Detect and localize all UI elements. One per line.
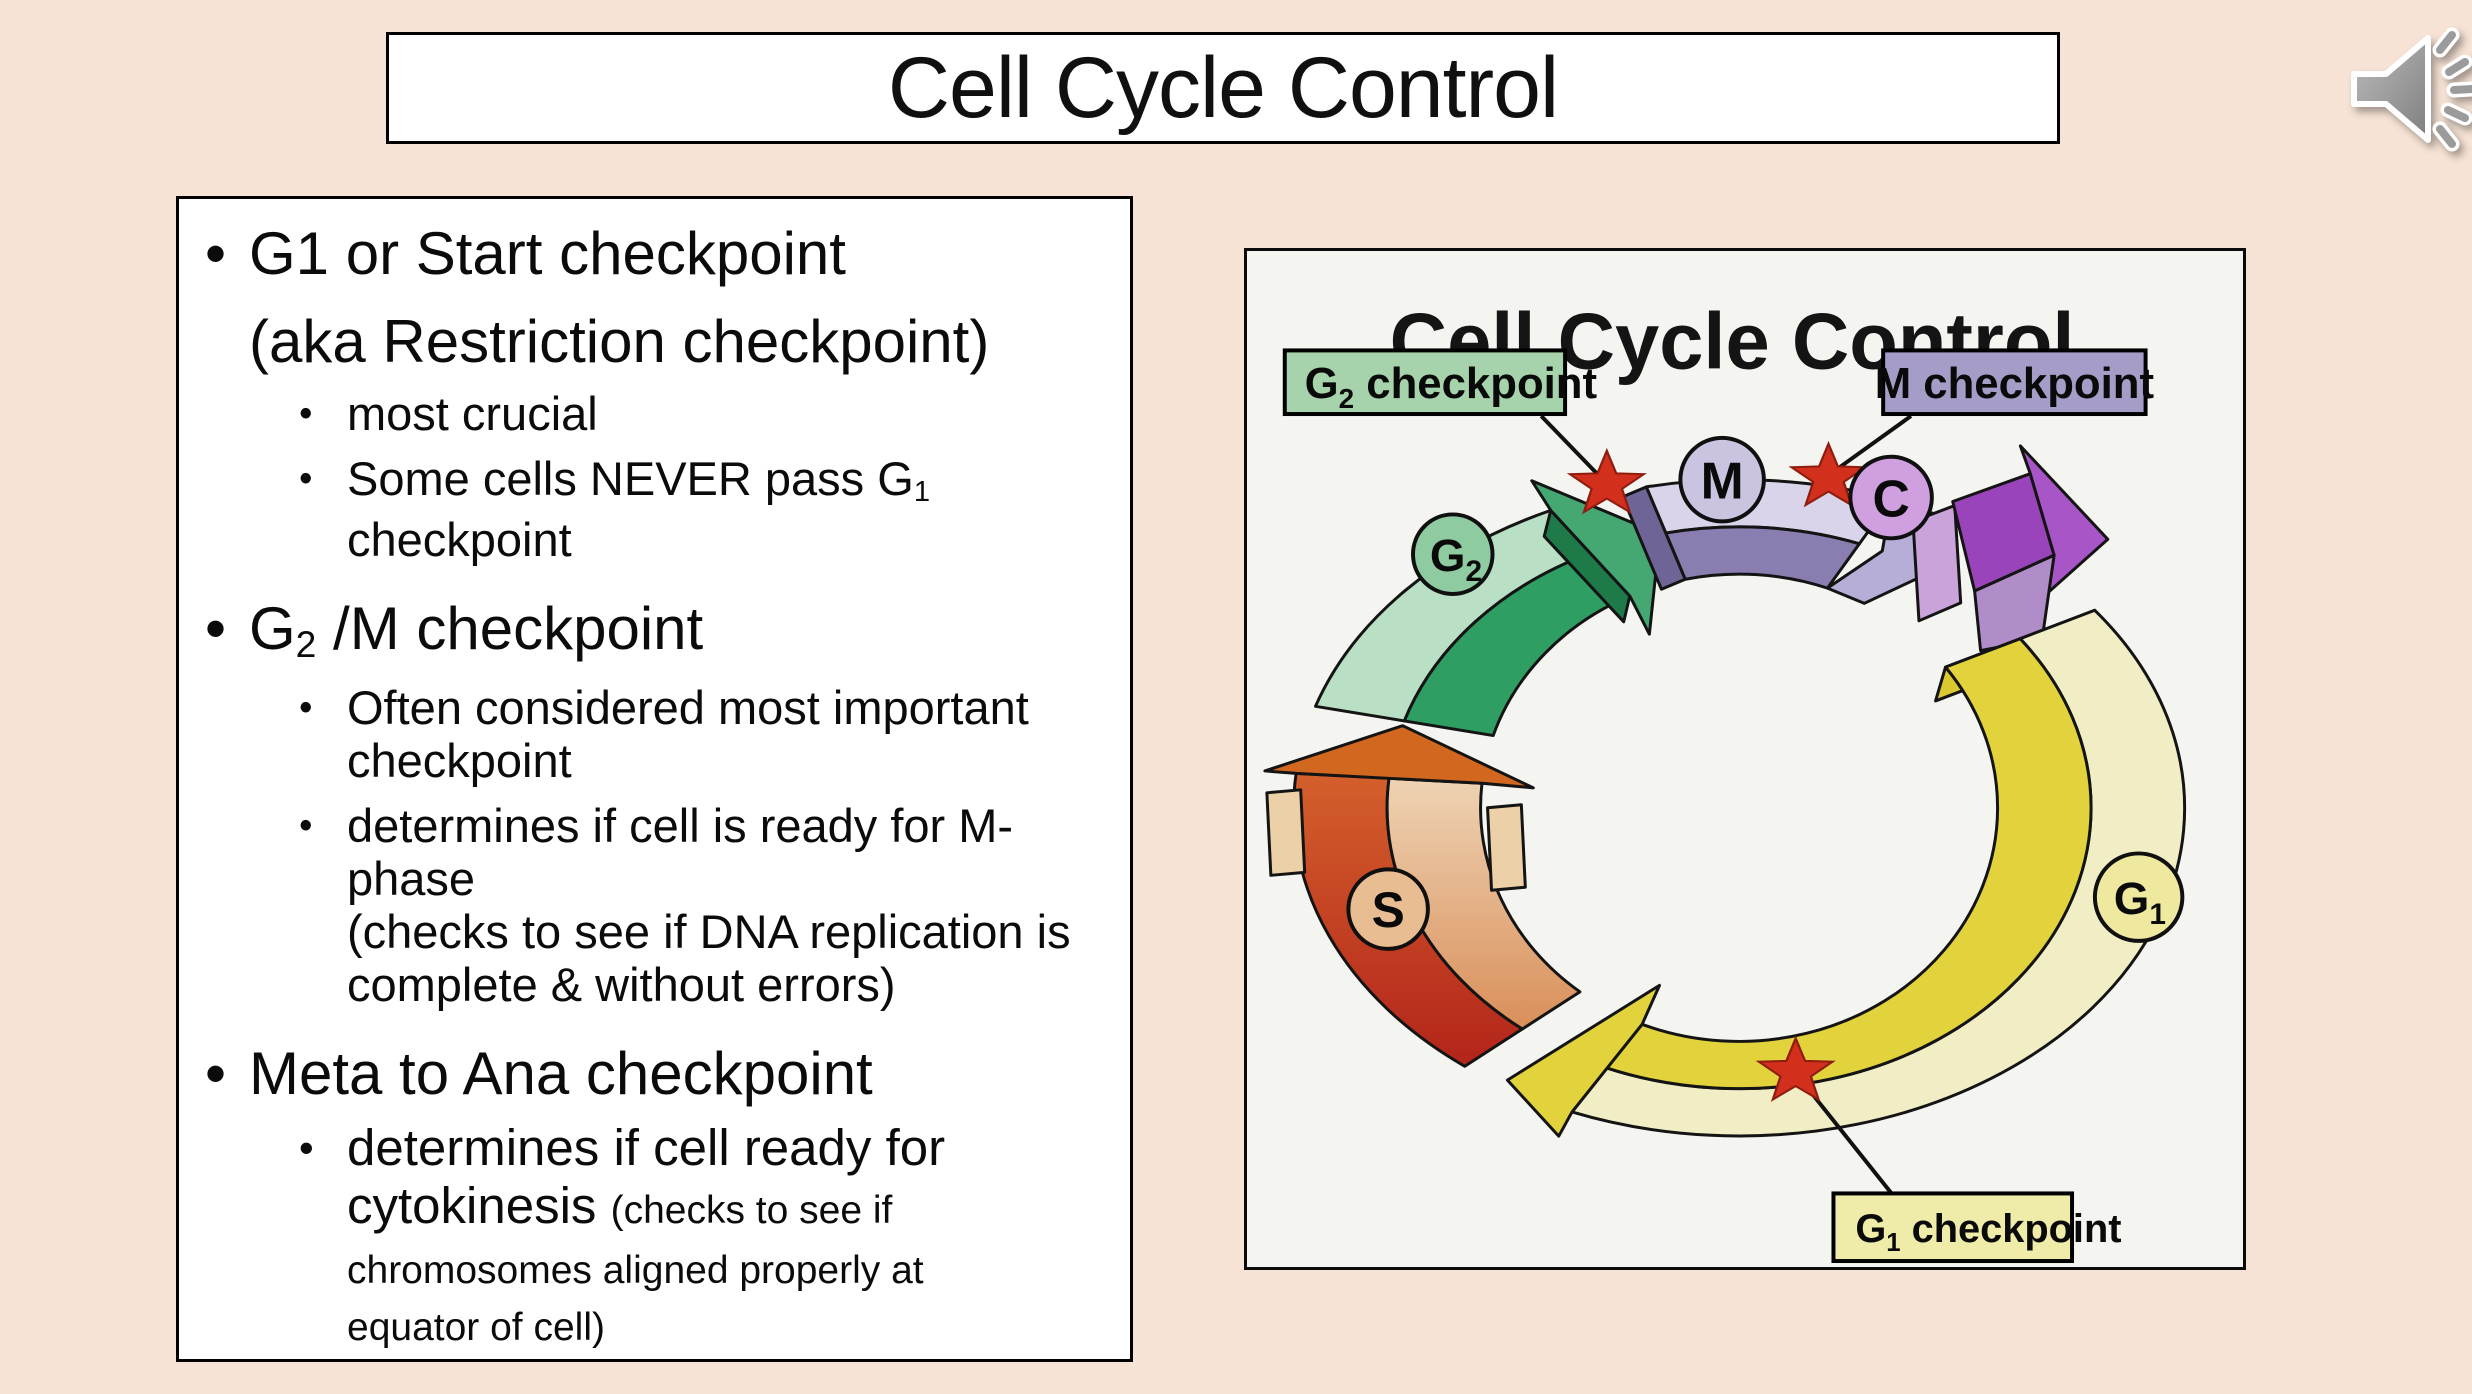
note-line: (checks to see if DNA replication is [179,905,1130,958]
note-text: 1 [913,476,931,509]
s-arrow-tab-left [1265,788,1307,877]
g1-arc-inner [1605,637,2093,1091]
bullet-glyph: • [299,457,313,500]
note-text: 2 [295,623,317,666]
m-band-inner [1664,525,1861,590]
speaker-waves [2436,31,2472,148]
note-line: • determines if cell ready for [179,1119,1130,1177]
note-line: complete & without errors) [179,958,1130,1011]
s-arrowhead [1263,724,1535,790]
m-checkpoint-label-box [1881,348,2148,417]
slide-title-box: Cell Cycle Control [386,32,2060,144]
note-text: equator of cell) [347,1306,605,1349]
cell-cycle-svg: Cell Cycle Control [1263,296,2187,1264]
g1-checkpoint-label-box [1831,1191,2075,1264]
cell-cycle-diagram: Cell Cycle Control [1244,248,2246,1270]
note-line: • most crucial [179,387,1130,440]
phase-circle-g1 [2092,851,2185,943]
phase-circle-c [1848,454,1934,541]
speaker-body [2351,35,2431,143]
g1-checkpoint-label: G1 checkpoint [1855,1207,2121,1257]
phase-label-g1: G1 [2114,873,2166,931]
note-text: (checks to see if [610,1189,893,1232]
note-text: (checks to see if DNA replication is [347,905,1071,958]
bullet-glyph: • [299,686,313,729]
note-line: • G1 or Start checkpoint [179,221,1130,287]
notes-list: • G1 or Start checkpoint (aka Restriction … [179,221,1130,1359]
bullet-glyph: • [205,595,227,662]
note-text: /M checkpoint [316,595,704,662]
bullet-glyph: • [205,220,227,287]
leader-line-m [1832,414,1913,474]
g1-arrowhead [1505,983,1662,1138]
note-line: • G2 /M checkpoint [179,596,1130,669]
note-text: determines if cell is ready for M-phase [347,799,1014,905]
phase-label-s: S [1372,882,1405,938]
note-text: most crucial [347,387,598,440]
speaker-icon-graphic [2351,27,2472,152]
note-text: chromosomes aligned properly at [347,1249,924,1292]
note-text: Often considered most important [347,681,1029,734]
bullet-glyph: • [205,1040,227,1107]
note-text: (aka Restriction checkpoint) [249,308,990,375]
g2-arrowhead [1530,479,1662,636]
note-line: • Meta to Ana checkpoint [179,1041,1130,1107]
m-checkpoint-label: M checkpoint [1875,359,2155,408]
phase-label-m: M [1701,452,1744,510]
note-line: chromosomes aligned properly at [179,1240,1130,1297]
note-text: G [249,595,296,662]
bullet-glyph: • [299,392,313,435]
note-text: G1 or Start checkpoint [249,220,846,287]
note-line: • Often considered most important [179,681,1130,734]
note-text: Meta to Ana checkpoint [249,1040,873,1107]
notes-panel: • G1 or Start checkpoint (aka Restriction … [176,196,1133,1362]
c-arrow-back-face [1911,504,1963,623]
note-line: cytokinesis (checks to see if [179,1177,1130,1240]
note-line: • determines if cell is ready for M-phas… [179,799,1130,905]
note-text: determines if cell ready for [347,1119,946,1176]
bullet-glyph: • [299,804,313,847]
g2-checkpoint-label-box [1282,348,1568,417]
note-text: checkpoint [347,513,572,566]
leader-line-g2 [1539,414,1603,480]
note-line: checkpoint [179,734,1130,787]
note-text: cytokinesis [347,1177,611,1234]
note-text: Some cells NEVER pass G [347,452,914,505]
g2-checkpoint-label: G2 checkpoint [1305,359,1598,414]
note-line: (aka Restriction checkpoint) [179,309,1130,375]
slide-title: Cell Cycle Control [887,39,1559,136]
note-text: checkpoint [347,734,572,787]
phase-circle-s [1346,867,1430,951]
note-text: complete & without errors) [347,958,896,1011]
s-arrow-tab-right [1486,803,1527,892]
bullet-glyph: • [299,1124,314,1171]
phase-circle-m [1678,435,1766,524]
phase-label-g2: G2 [1430,530,1482,588]
note-line: • Some cells NEVER pass G1 [179,452,1130,513]
note-line: equator of cell) [179,1297,1130,1354]
audio-speaker-icon[interactable] [2334,18,2472,168]
phase-label-c: C [1872,469,1909,527]
phase-circle-g2 [1411,512,1495,596]
note-line: checkpoint [179,513,1130,566]
